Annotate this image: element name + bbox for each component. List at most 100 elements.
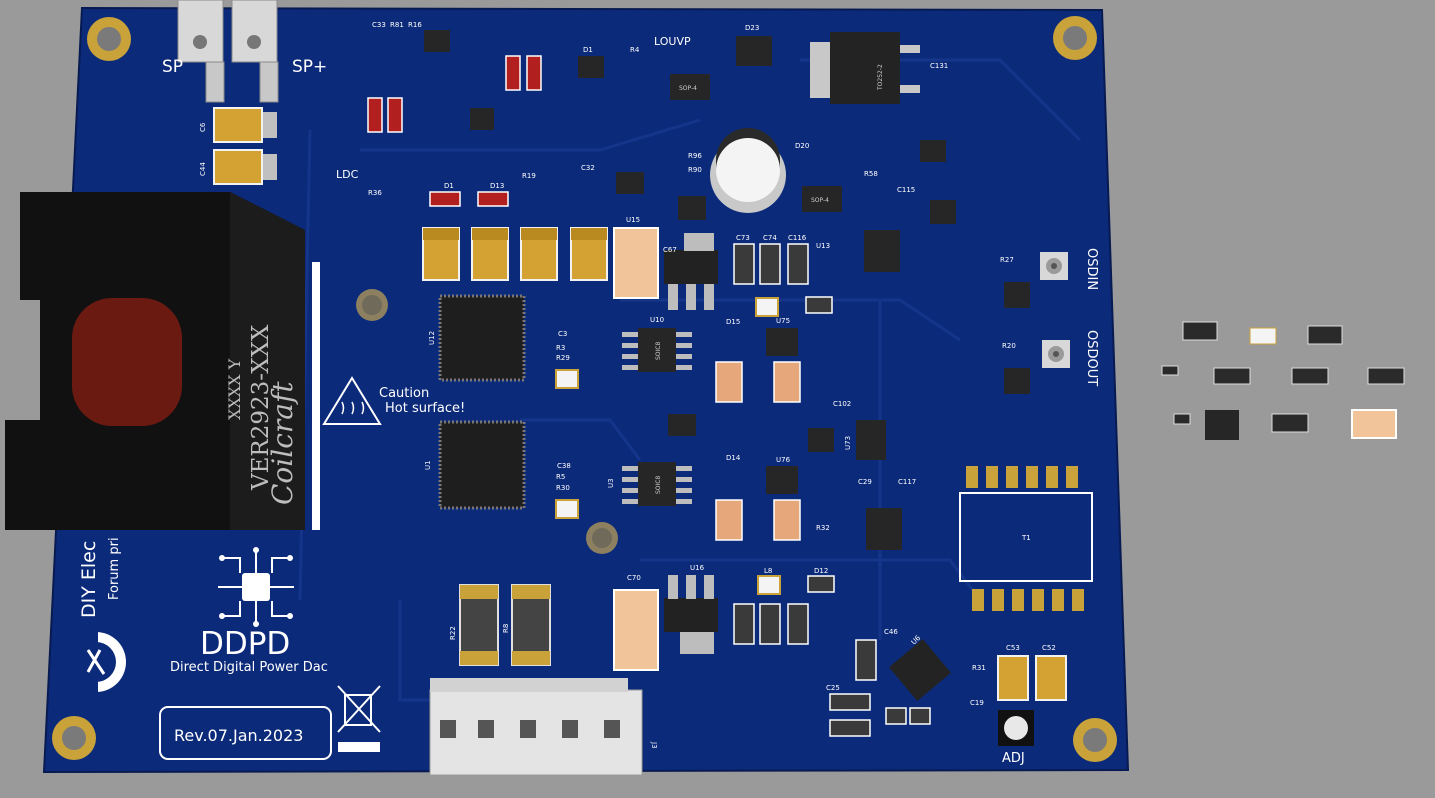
osdin-label: OSDIN: [1084, 248, 1099, 290]
ref-r30: R30: [556, 484, 570, 492]
ref-d1-2: D1: [444, 182, 454, 190]
ref-l8: L8: [764, 567, 772, 575]
ref-r22: R22: [449, 626, 457, 640]
ref-c6: C6: [199, 122, 207, 132]
ref-c74: C116: [788, 234, 807, 242]
ref-u10: U10: [650, 316, 664, 324]
ref-d1: D1: [583, 46, 593, 54]
smd-resistors: [733, 243, 931, 737]
ref-d13: D13: [490, 182, 504, 190]
ref-r91: R32: [816, 524, 830, 532]
ref-r90: R90: [688, 166, 702, 174]
ref-r58: R58: [864, 170, 878, 178]
sp-plus-label: SP+: [292, 57, 327, 77]
loose-components: [1161, 321, 1405, 440]
to252-label: TO252-2: [877, 64, 884, 91]
electrolytic-capacitor: [710, 128, 786, 213]
adj-label: ADJ: [1002, 751, 1025, 766]
ref-c53: C53: [1006, 644, 1020, 652]
ref-r4: R4: [630, 46, 640, 54]
ref-j3: J3: [650, 741, 658, 749]
ref-r36: R36: [368, 189, 382, 197]
ref-r27: R27: [1000, 256, 1014, 264]
soic8-label-u10: SOIC8: [655, 342, 662, 360]
ref-r8: R8: [502, 624, 510, 633]
sp-minus-label: SP: [162, 57, 183, 77]
ref-r5: R5: [556, 473, 565, 481]
ref-c3: C3: [558, 330, 567, 338]
gear-logo-icon: [58, 626, 126, 696]
sop4-label-1: SOP-4: [679, 85, 697, 92]
ref-c31: C102: [833, 400, 851, 408]
revision-box: [159, 706, 332, 760]
ref-r3: R3: [556, 344, 565, 352]
ref-r96: R96: [688, 152, 702, 160]
ref-c32: C32: [581, 164, 595, 172]
ref-c70: C70: [627, 574, 641, 582]
inductor-text-3: XXXX Y: [225, 358, 244, 420]
ref-r81: R81: [390, 21, 404, 29]
board-subtitle: Direct Digital Power Dac: [170, 660, 328, 675]
ref-c131: C131: [930, 62, 948, 70]
tantalum-caps-right: [997, 655, 1067, 701]
ref-u16: U16: [690, 564, 705, 572]
ref-d15: D15: [726, 318, 740, 326]
side-text-2: Forum pri: [107, 537, 122, 600]
ref-c117: C29: [858, 478, 872, 486]
board-title: DDPD: [200, 626, 290, 662]
ref-c52: C52: [1042, 644, 1056, 652]
ref-u76: U76: [776, 456, 791, 464]
ref-c111: C117: [898, 478, 916, 486]
ref-c25: C25: [826, 684, 840, 692]
smd-passives: [715, 361, 801, 541]
adj-potentiometer: [998, 710, 1034, 746]
coax-connectors: [1040, 252, 1070, 368]
case-caps: [613, 227, 1397, 671]
osdout-label: OSDOUT: [1084, 330, 1099, 386]
ref-r25: U13: [816, 242, 830, 250]
side-text-1: DIY Elec: [78, 541, 100, 618]
sop4-packages: [670, 74, 842, 212]
caution-text: Caution: [379, 386, 429, 401]
hot-surface-text: Hot surface!: [385, 401, 465, 416]
ref-c33: C33: [372, 21, 386, 29]
speaker-terminals: [177, 0, 279, 103]
ref-c115: C115: [897, 186, 915, 194]
ref-r19: R19: [522, 172, 536, 180]
chip-logo-icon: [218, 547, 294, 627]
ref-c44: C44: [199, 162, 207, 176]
tantalum-caps-left: [213, 107, 277, 185]
tantalum-caps-mid: [422, 227, 608, 281]
to252-regulator: [810, 32, 920, 104]
weee-bin-icon: [337, 685, 381, 752]
ref-d12: D12: [814, 567, 828, 575]
soic8-packages: [622, 230, 902, 550]
small-ics: [424, 30, 1030, 494]
ref-t1: T1: [1021, 534, 1031, 542]
ref-u15: C67: [663, 246, 677, 254]
shunt-resistors: [459, 584, 551, 666]
ldc-label: LDC: [336, 168, 359, 181]
ref-d20: D20: [795, 142, 809, 150]
red-diodes: [367, 55, 542, 207]
ref-u73: U73: [844, 436, 852, 450]
ref-r20: R20: [1002, 342, 1016, 350]
power-inductor: [5, 192, 320, 530]
smd-leds: [555, 297, 781, 595]
ref-c67: C73: [736, 234, 750, 242]
hot-surface-warning-icon: [322, 376, 382, 425]
qfn-ics: [438, 294, 526, 510]
ref-c38: C38: [557, 462, 571, 470]
revision-text: Rev.07.Jan.2023: [174, 726, 303, 745]
ref-r29: R29: [556, 354, 570, 362]
sot223-regulators: [664, 233, 718, 654]
ref-c46: C46: [884, 628, 898, 636]
louvp-label: LOUVP: [654, 35, 691, 48]
mounting-holes: [52, 16, 1117, 762]
ref-u1: U1: [424, 460, 432, 470]
transformer-t1: [959, 466, 1093, 611]
ref-r33: R31: [972, 664, 986, 672]
ref-c73: C74: [763, 234, 777, 242]
soic8-label-u3: SOIC8: [655, 476, 662, 494]
